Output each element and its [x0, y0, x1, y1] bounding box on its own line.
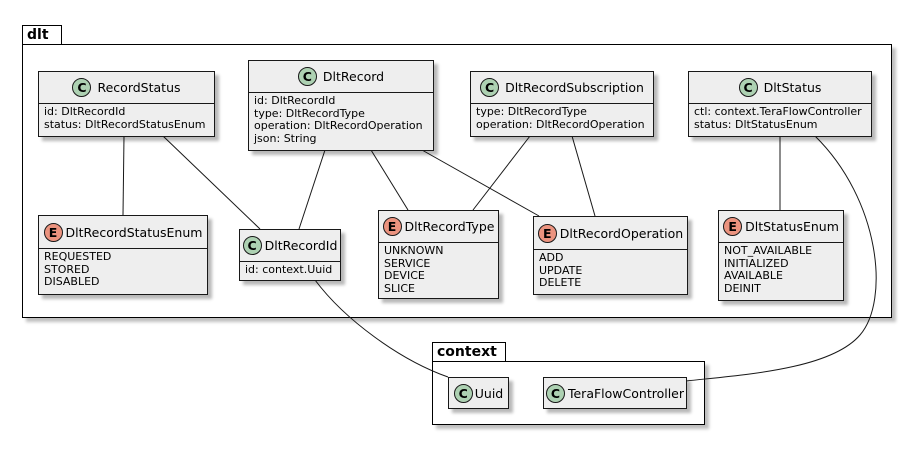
enum-values: ADD UPDATE DELETE [534, 250, 687, 292]
class-header: C DltStatus [689, 72, 871, 104]
package-label-dlt: dlt [27, 27, 49, 43]
enum-icon: E [382, 217, 402, 236]
class-uuid[interactable]: C Uuid [448, 377, 509, 409]
member: ctl: context.TeraFlowController [694, 105, 862, 118]
enum-dlt-status-enum[interactable]: E DltStatusEnum NOT_AVAILABLE INITIALIZE… [718, 210, 844, 301]
member: status: DltRecordStatusEnum [44, 117, 206, 131]
enum-value: DISABLED [44, 275, 100, 288]
class-icon: C [480, 78, 500, 97]
class-icon: C [545, 383, 565, 403]
class-header: C DltRecord [249, 61, 433, 93]
enum-values: REQUESTED STORED DISABLED [39, 249, 207, 291]
member: id: context.Uuid [245, 263, 333, 276]
class-name: DltRecordId [264, 238, 338, 253]
member: id: DltRecordId [44, 105, 126, 118]
class-name: DltStatus [763, 80, 822, 95]
enum-value: UNKNOWN [384, 244, 444, 257]
enum-header: E DltStatusEnum [719, 211, 843, 243]
class-record-status[interactable]: C RecordStatus id: DltRecordId status: D… [38, 71, 215, 137]
package-label-context: context [437, 344, 497, 360]
member: type: DltRecordType [476, 105, 587, 118]
enum-value: STORED [44, 262, 90, 276]
member: operation: DltRecordOperation [254, 119, 423, 132]
enum-value: DELETE [539, 276, 582, 289]
enum-value: REQUESTED [44, 250, 112, 263]
class-icon: C [72, 78, 92, 97]
class-members: type: DltRecordType operation: DltRecord… [471, 104, 653, 133]
enum-value: NOT_AVAILABLE [724, 244, 813, 257]
enum-name: DltRecordType [404, 219, 495, 234]
class-members: ctl: context.TeraFlowController status: … [689, 104, 871, 133]
class-icon: C [297, 67, 317, 86]
enum-value: SERVICE [384, 256, 431, 270]
class-name: TeraFlowController [567, 385, 685, 401]
class-dlt-status[interactable]: C DltStatus ctl: context.TeraFlowControl… [688, 71, 872, 137]
enum-dlt-record-type[interactable]: E DltRecordType UNKNOWN SERVICE DEVICE S… [378, 210, 499, 299]
enum-value: SLICE [384, 281, 415, 295]
class-tera-flow-controller[interactable]: C TeraFlowController [543, 377, 687, 409]
enum-value: DEINIT [724, 281, 761, 295]
class-dlt-record-subscription[interactable]: C DltRecordSubscription type: DltRecordT… [470, 71, 654, 137]
enum-value: UPDATE [539, 263, 583, 277]
class-name: RecordStatus [97, 80, 181, 95]
member: id: DltRecordId [254, 94, 336, 107]
class-icon: C [453, 383, 473, 403]
member: json: String [254, 131, 317, 145]
class-header: C DltRecordSubscription [471, 72, 653, 104]
package-tab-dlt: dlt [22, 25, 62, 45]
enum-value: INITIALIZED [724, 256, 789, 270]
class-members: id: DltRecordId type: DltRecordType oper… [249, 93, 433, 147]
class-dlt-record-id[interactable]: C DltRecordId id: context.Uuid [239, 229, 341, 281]
class-icon: C [738, 78, 758, 97]
class-header: C RecordStatus [39, 72, 214, 104]
enum-icon: E [723, 217, 743, 236]
class-members: id: context.Uuid [240, 262, 340, 279]
enum-values: UNKNOWN SERVICE DEVICE SLICE [379, 243, 498, 297]
enum-icon: E [43, 222, 63, 242]
enum-value: AVAILABLE [724, 269, 783, 282]
class-members: id: DltRecordId status: DltRecordStatusE… [39, 104, 214, 133]
enum-header: E DltRecordType [379, 211, 498, 243]
class-name: DltRecordSubscription [505, 80, 644, 95]
class-icon: C [242, 236, 262, 255]
class-name: DltRecord [322, 69, 385, 84]
enum-name: DltStatusEnum [745, 219, 839, 234]
enum-header: E DltRecordOperation [534, 217, 687, 250]
class-header: C TeraFlowController [544, 378, 686, 408]
class-header: C DltRecordId [240, 230, 340, 262]
member: type: DltRecordType [254, 106, 365, 120]
class-dlt-record[interactable]: C DltRecord id: DltRecordId type: DltRec… [248, 60, 434, 151]
enum-icon: E [537, 223, 557, 243]
package-tab-context: context [432, 342, 506, 362]
enum-value: ADD [539, 251, 564, 264]
member: operation: DltRecordOperation [476, 117, 645, 131]
enum-header: E DltRecordStatusEnum [39, 216, 207, 249]
enum-values: NOT_AVAILABLE INITIALIZED AVAILABLE DEIN… [719, 243, 843, 297]
enum-dlt-record-operation[interactable]: E DltRecordOperation ADD UPDATE DELETE [533, 216, 688, 295]
enum-dlt-record-status-enum[interactable]: E DltRecordStatusEnum REQUESTED STORED D… [38, 215, 208, 295]
enum-value: DEVICE [384, 269, 425, 282]
enum-name: DltRecordStatusEnum [65, 224, 203, 240]
class-name: Uuid [474, 385, 504, 401]
class-header: C Uuid [449, 378, 508, 408]
member: status: DltStatusEnum [694, 117, 818, 131]
enum-name: DltRecordOperation [559, 225, 684, 241]
